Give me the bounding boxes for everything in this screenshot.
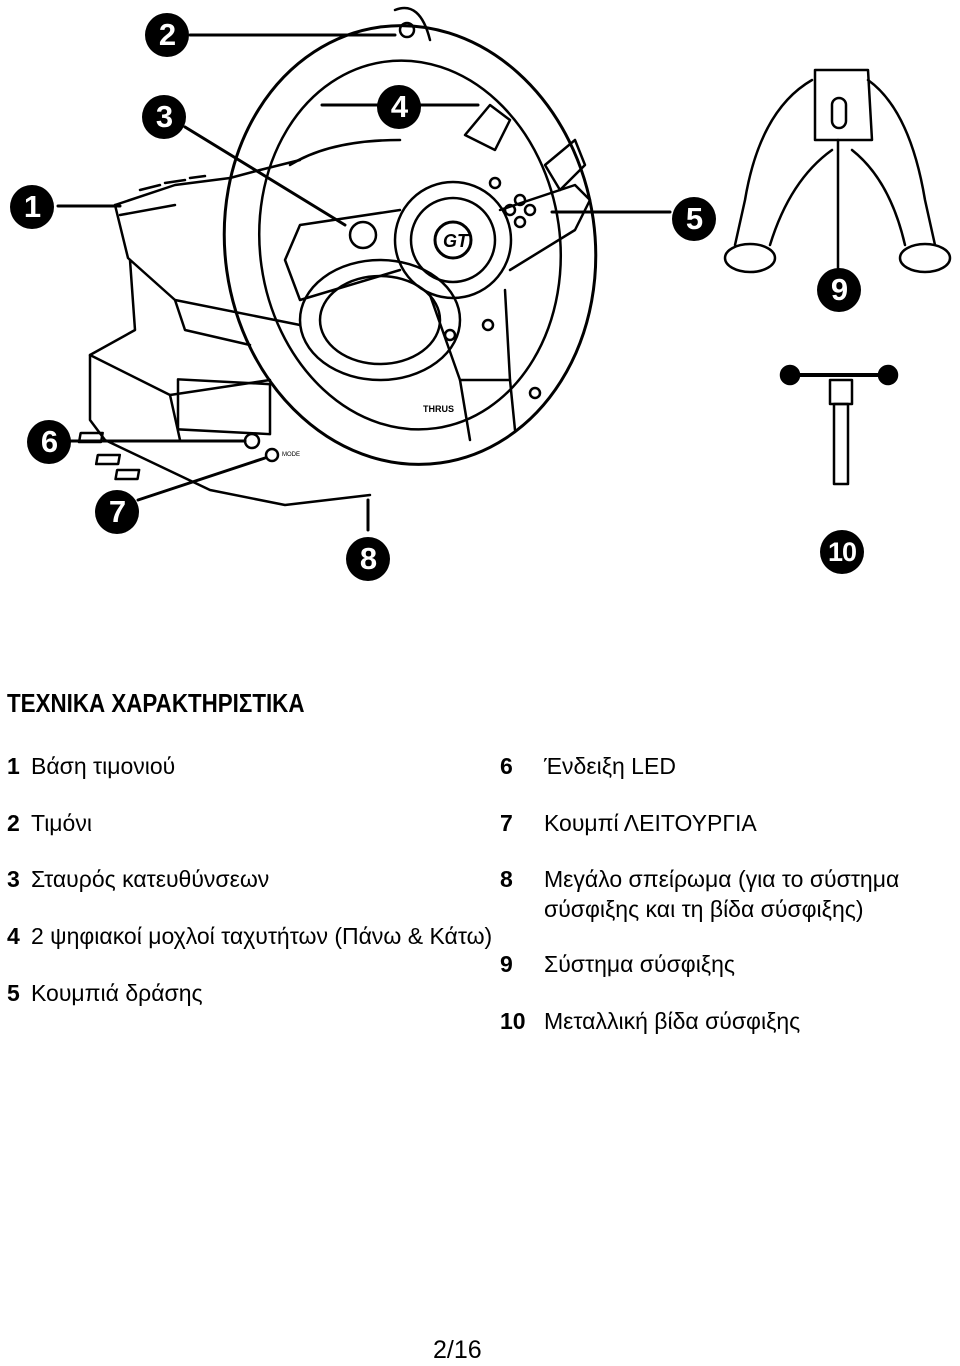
clamp-system (723, 68, 952, 274)
page-number: 2/16 (433, 1336, 482, 1364)
spec-number: 9 (500, 951, 513, 977)
spec-number: 7 (500, 810, 513, 836)
spec-text: Σύστημα σύσφιξης (544, 951, 735, 977)
callout-3: 3 (142, 95, 186, 139)
leader-lines (56, 33, 672, 532)
callout-1: 1 (10, 185, 54, 229)
callout-10: 10 (820, 530, 864, 574)
spec-text: Μεταλλική βίδα σύσφιξης (544, 1008, 801, 1034)
callout-5: 5 (672, 197, 716, 241)
callout-6: 6 (27, 420, 71, 464)
wheel-logo: GT (443, 231, 470, 251)
spec-text: Βάση τιμονιού (31, 753, 176, 779)
spec-number: 10 (500, 1008, 526, 1034)
spec-number: 8 (500, 866, 513, 892)
spec-number: 4 (7, 923, 20, 949)
spec-text: Κουμπί ΛΕΙΤΟΥΡΓΙΑ (544, 810, 757, 836)
spec-text: Κουμπιά δράσης (31, 980, 203, 1006)
callout-2: 2 (145, 13, 189, 57)
callout-9: 9 (817, 268, 861, 312)
spec-number: 1 (7, 753, 20, 779)
callout-8: 8 (346, 537, 390, 581)
spec-text-continued: σύσφιξης και τη βίδα σύσφιξης) (544, 896, 864, 922)
spec-number: 3 (7, 866, 20, 892)
steering-wheel (222, 6, 598, 466)
section-title: ΤΕΧΝΙΚΑ ΧΑΡΑΚΤΗΡΙΣΤΙΚΑ (7, 688, 305, 718)
spec-text: Τιμόνι (31, 810, 92, 836)
wheel-illustration: GT THRUS MODE (56, 6, 952, 532)
spec-number: 6 (500, 753, 513, 779)
brand-text: THRUS (423, 404, 454, 414)
spec-text: Ένδειξη LED (544, 753, 676, 779)
spec-number: 2 (7, 810, 20, 836)
spec-text: 2 ψηφιακοί μοχλοί ταχυτήτων (Πάνω & Κάτω… (31, 923, 493, 949)
mode-label: MODE (282, 452, 300, 458)
callout-4: 4 (377, 85, 421, 129)
spec-text: Μεγάλο σπείρωμα (για το σύστημα (544, 866, 900, 892)
metal-screw (779, 364, 899, 486)
spec-text: Σταυρός κατευθύνσεων (31, 866, 270, 892)
spec-number: 5 (7, 980, 20, 1006)
callout-7: 7 (95, 490, 139, 534)
